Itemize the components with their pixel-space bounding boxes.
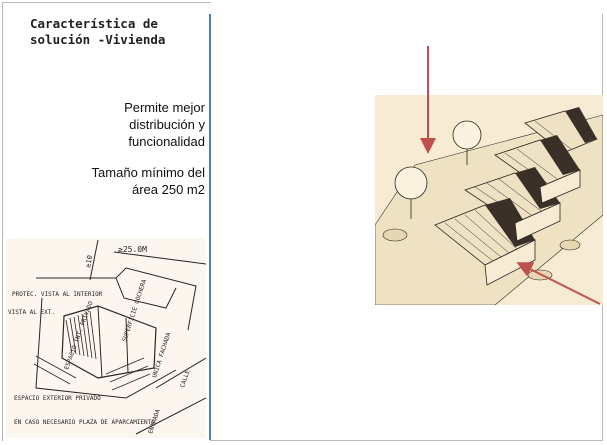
slide-title: Característica de solución -Vivienda [30, 16, 208, 48]
plan-label-plaza: EN CASO NECESARIO PLAZA DE APARCAMIENTO [14, 419, 155, 426]
row-houses-sketch [375, 95, 603, 305]
vertical-divider [209, 14, 211, 440]
note-min-area: Tamaño mínimo del área 250 m2 [91, 165, 205, 197]
plan-label-vista: VISTA AL EXT. [8, 309, 55, 316]
plan-dimension-side: ≥10 [84, 254, 94, 268]
left-panel-frame [2, 2, 211, 441]
bottom-border [210, 440, 603, 441]
arrow-diagonal [516, 262, 601, 305]
notes-block: Permite mejor distribución y funcionalid… [35, 99, 205, 212]
title-line: solución -Vivienda [30, 32, 166, 47]
plan-label-espacio-ext: ESPACIO EXTERIOR PRIVADO [14, 395, 101, 402]
plan-label-protec: PROTEC. VISTA AL INTERIOR [12, 291, 103, 298]
note-distribution: Permite mejor distribución y funcionalid… [124, 100, 205, 149]
site-plan-sketch: ≥25.0M ≥10 PROTEC. VISTA AL INTERIOR VIS… [6, 238, 206, 438]
title-line: Característica de [30, 16, 158, 31]
plan-dimension-top: ≥25.0M [118, 245, 147, 254]
